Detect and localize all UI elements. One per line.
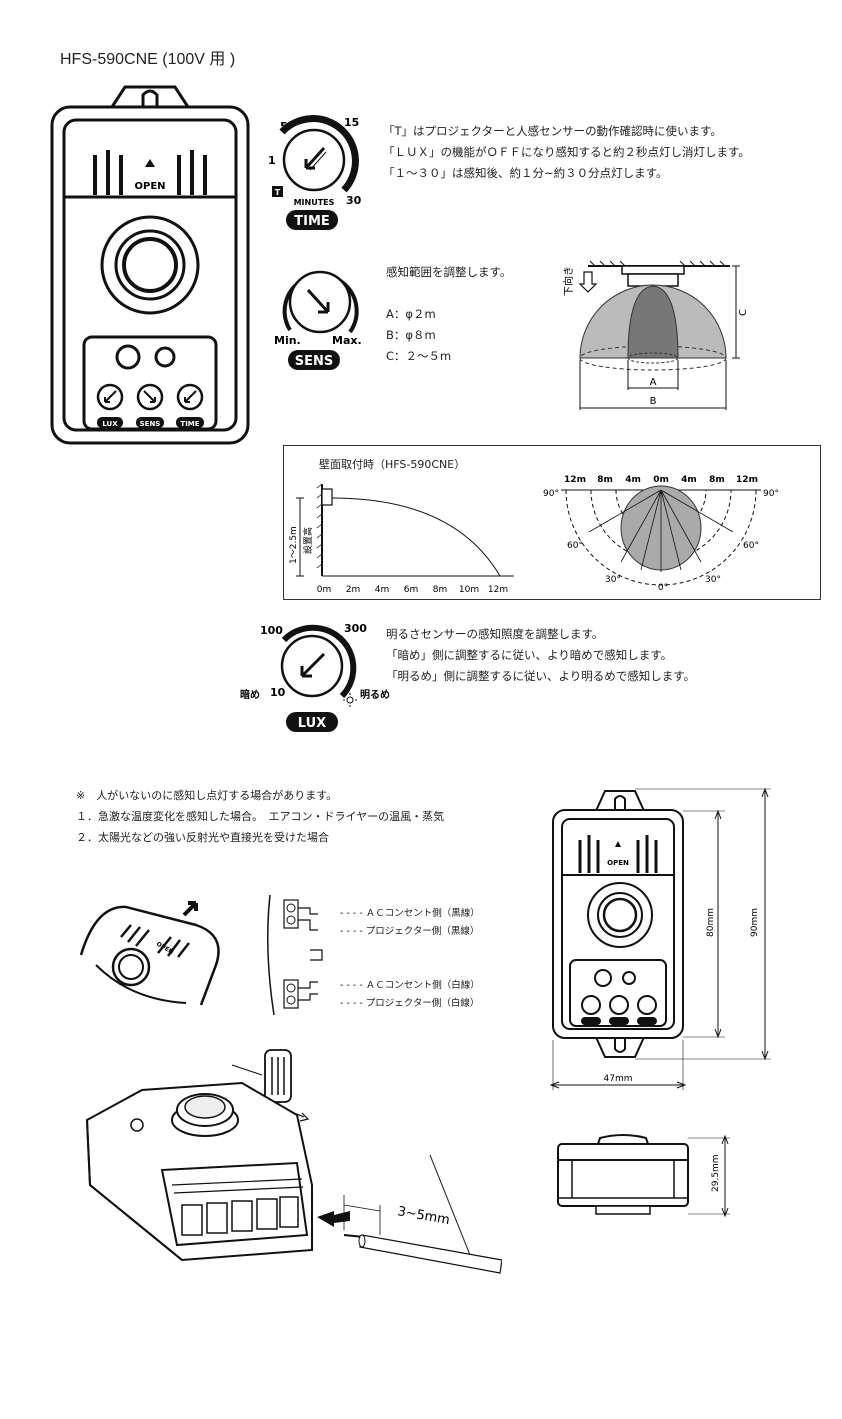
dimension-front-drawing: OPEN 80mm 90mm 47mm [549, 787, 771, 1090]
notes: ※ 人がいないのに感知し点灯する場合があります。 １．急激な温度変化を感知した場… [76, 785, 516, 848]
top-tick-0: 12m [564, 475, 586, 485]
lux-line-2: 「暗め」側に調整するに従い、より暗めで感知します。 [386, 648, 673, 662]
top-tick-4: 4m [681, 475, 697, 485]
time-tick-30: 30 [346, 194, 362, 207]
angle-90-left: 90° [543, 489, 559, 499]
t-mark: T [275, 188, 281, 197]
mini-lux-label: LUX [102, 420, 118, 428]
height-label: 設置高 [302, 527, 314, 554]
sens-min-label: Min. [274, 334, 301, 347]
lux-tick-100: 100 [260, 624, 283, 637]
lux-line-1: 明るさセンサーの感知照度を調整します。 [386, 627, 604, 641]
time-tick-5: 5 [280, 120, 288, 133]
wire-proj-black: プロジェクター側（黒線） [365, 926, 480, 937]
x-tick-5: 10m [459, 585, 479, 595]
wall-panel-title: 壁面取付時（HFS-590CNE） [319, 458, 466, 471]
top-tick-1: 8m [597, 475, 613, 485]
note-1: １．急激な温度変化を感知した場合。 エアコン・ドライヤーの温風・蒸気 [76, 810, 445, 823]
x-tick-4: 8m [433, 585, 448, 595]
down-label: 下向き [562, 266, 575, 296]
dim-c-label: C [738, 309, 749, 316]
lux-dark-label: 暗め [240, 688, 260, 701]
page-title: HFS-590CNE (100V 用 ) [60, 51, 236, 68]
time-line-3: 「１～３０」は感知後、約１分~約３０分点灯します。 [383, 166, 668, 180]
device-front-illustration: OPEN LUX SENS TIME [50, 85, 250, 445]
angle-30-right: 30° [705, 575, 721, 585]
x-tick-0: 0m [317, 585, 332, 595]
strip-length-label: 3~5mm [396, 1204, 451, 1228]
lux-description: 明るさセンサーの感知照度を調整します。 「暗め」側に調整するに従い、より暗めで感… [386, 624, 806, 687]
open-label: OPEN [134, 181, 165, 192]
sens-range-c: C：２～５m [386, 349, 452, 363]
lux-line-3: 「明るめ」側に調整するに従い、より明るめで感知します。 [386, 669, 696, 683]
wiring-labels-bottom: - - - - ＡＣコンセント側（白線） - - - - プロジェクター側（白線… [340, 980, 480, 1009]
mini-sens-label: SENS [140, 420, 161, 428]
sun-icon [343, 693, 357, 707]
dim-width: 47mm [604, 1074, 633, 1084]
wiring-installation-illustration: 3~5mm [85, 1049, 502, 1274]
sens-range-b: B：φ８m [386, 328, 436, 342]
sens-dome-diagram: 下向き C A B [562, 260, 749, 410]
dimension-side-drawing: 29.5mm [557, 1134, 730, 1218]
angle-60-right: 60° [743, 541, 759, 551]
sens-ranges: A：φ２m B：φ８m C：２～５m [386, 304, 451, 367]
angle-60-left: 60° [567, 541, 583, 551]
arrow-left-icon [317, 1211, 350, 1227]
sens-intro: 感知範囲を調整します。 [386, 265, 512, 279]
note-2: ２．太陽光などの強い反射光や直接光を受けた場合 [76, 831, 329, 844]
wall-mount-panel: 壁面取付時（HFS-590CNE） 1～2.5m 設置高 0m 2m 4m 6m… [283, 445, 821, 600]
x-tick-6: 12m [488, 585, 508, 595]
note-0: ※ 人がいないのに感知し点灯する場合があります。 [76, 789, 338, 802]
dim-height-inner: 80mm [706, 908, 716, 937]
x-tick-3: 6m [404, 585, 419, 595]
height-range: 1～2.5m [289, 526, 299, 564]
dim-a-label: A [650, 377, 657, 388]
wire-ac-black: ＡＣコンセント側（黒線） [365, 908, 480, 919]
wall-mount-diagrams: 1～2.5m 設置高 0m 2m 4m 6m 8m 10m 12m 12m [289, 475, 779, 595]
lux-bright-label: 明るめ [360, 689, 390, 701]
top-tick-3: 0m [653, 475, 669, 485]
time-knob-illustration: 5 15 1 30 T MINUTES TIME [268, 115, 362, 230]
dim-open-label: OPEN [607, 859, 629, 867]
arrow-up-icon [182, 901, 198, 917]
time-line-1: 「T」はプロジェクターと人感センサーの動作確認時に使います。 [383, 124, 722, 138]
angle-30-left: 30° [605, 575, 621, 585]
sens-badge: SENS [295, 354, 334, 369]
wire-ac-white: ＡＣコンセント側（白線） [365, 980, 480, 991]
time-description: 「T」はプロジェクターと人感センサーの動作確認時に使います。 「ＬＵＸ」の機能が… [383, 121, 823, 184]
sens-range-a: A：φ２m [386, 307, 436, 321]
angle-0: 0° [658, 583, 668, 593]
time-line-2: 「ＬＵＸ」の機能がＯＦＦになり感知すると約２秒点灯し消灯します。 [383, 145, 750, 159]
device-angled-illustration: OPEN [79, 901, 220, 1006]
wiring-labels-top: - - - - ＡＣコンセント側（黒線） - - - - プロジェクター側（黒線… [340, 908, 480, 937]
time-badge: TIME [294, 214, 330, 229]
time-tick-15: 15 [344, 116, 359, 129]
sens-knob-illustration: Min. Max. SENS [274, 270, 362, 370]
top-tick-2: 4m [625, 475, 641, 485]
mini-time-label: TIME [180, 420, 199, 428]
angle-90-right: 90° [763, 489, 779, 499]
wire-proj-white: プロジェクター側（白線） [365, 998, 480, 1009]
time-tick-1: 1 [268, 154, 276, 167]
minutes-label: MINUTES [294, 198, 335, 207]
top-tick-6: 12m [736, 475, 758, 485]
terminal-block-illustration [267, 894, 323, 1016]
lux-knob-illustration: 100 300 10 暗め 明るめ LUX [240, 622, 390, 732]
x-tick-1: 2m [346, 585, 361, 595]
lux-tick-10: 10 [270, 686, 286, 699]
top-tick-5: 8m [709, 475, 725, 485]
dim-b-label: B [650, 396, 657, 407]
sens-max-label: Max. [332, 334, 362, 347]
x-tick-2: 4m [375, 585, 390, 595]
lux-badge: LUX [298, 716, 326, 731]
lux-tick-300: 300 [344, 622, 367, 635]
dim-height-outer: 90mm [750, 908, 760, 937]
dim-depth: 29.5mm [711, 1154, 721, 1192]
